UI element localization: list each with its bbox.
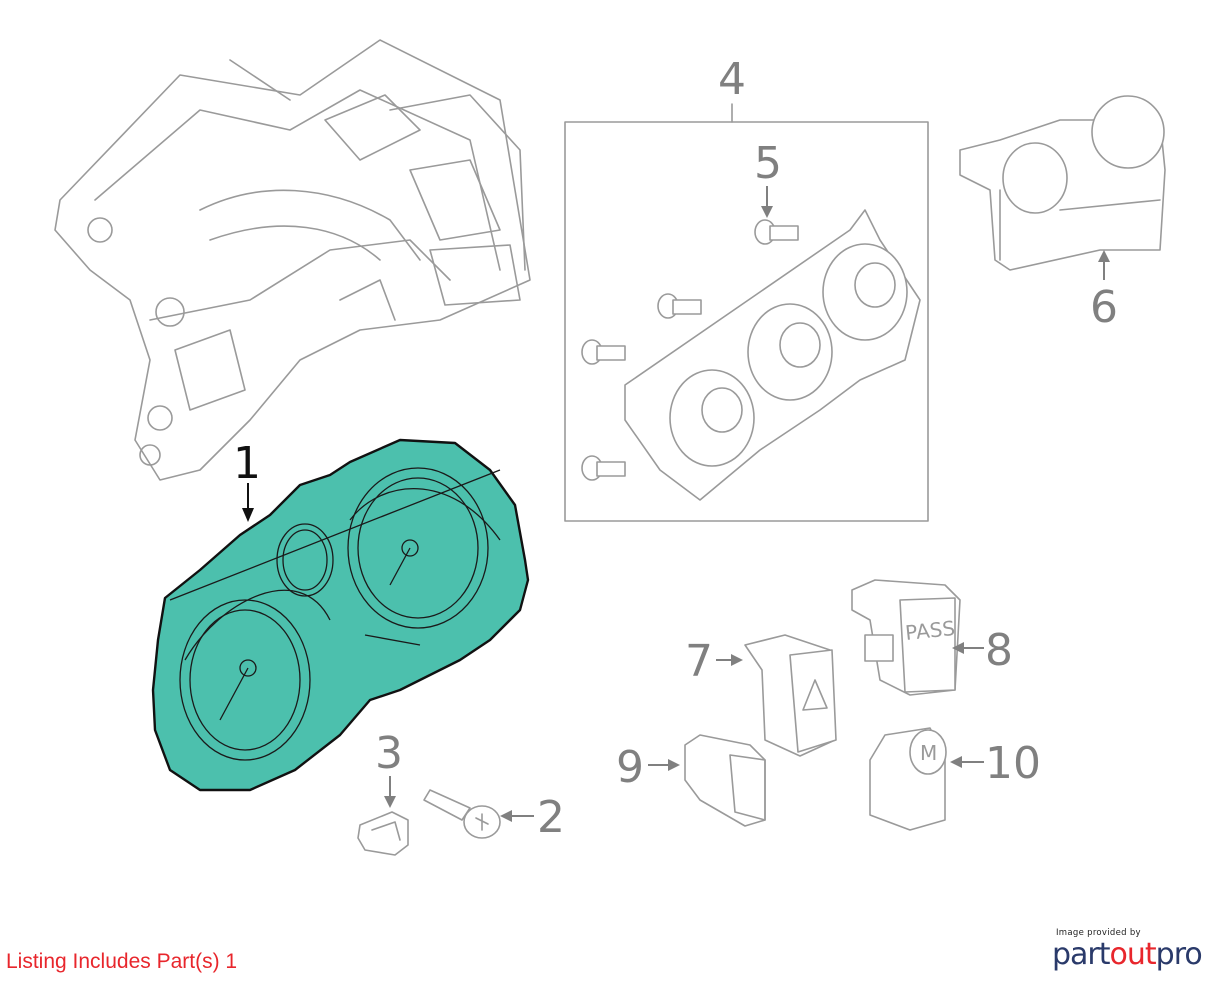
callout-8: 8 xyxy=(985,625,1013,676)
pass-switch-drawing: PASS xyxy=(851,579,961,696)
callout-2: 2 xyxy=(537,792,565,843)
pass-label: PASS xyxy=(904,616,956,645)
brand-part: part xyxy=(1052,937,1111,972)
callout-arrows xyxy=(242,186,1110,822)
screw-drawing xyxy=(423,789,501,839)
callout-7: 7 xyxy=(685,636,713,687)
hazard-switch-drawing xyxy=(744,634,837,757)
brand-out: out xyxy=(1109,937,1157,972)
brand-caption: Image provided by xyxy=(1056,928,1141,938)
m-label: M xyxy=(920,741,937,765)
climate-module-drawing xyxy=(959,95,1166,271)
screws-drawing xyxy=(581,219,799,481)
switch-nine-drawing xyxy=(684,734,766,827)
callout-4: 4 xyxy=(718,54,746,105)
brand-name: partoutpro xyxy=(1052,938,1212,972)
callout-6: 6 xyxy=(1090,282,1118,333)
clip-drawing xyxy=(357,811,409,856)
dashboard-frame-drawing xyxy=(54,39,531,481)
callout-5: 5 xyxy=(754,138,782,189)
callout-1: 1 xyxy=(233,438,261,489)
listing-includes-text: Listing Includes Part(s) 1 xyxy=(6,950,238,973)
brand-pro: pro xyxy=(1155,937,1203,972)
partoutpro-logo: Image provided by partoutpro xyxy=(1052,928,1212,972)
climate-control-box xyxy=(564,103,929,522)
callout-3: 3 xyxy=(375,728,403,779)
instrument-cluster-drawing xyxy=(151,438,530,792)
callout-10: 10 xyxy=(985,738,1041,789)
m-switch-drawing: M xyxy=(869,727,947,831)
callout-9: 9 xyxy=(616,742,644,793)
